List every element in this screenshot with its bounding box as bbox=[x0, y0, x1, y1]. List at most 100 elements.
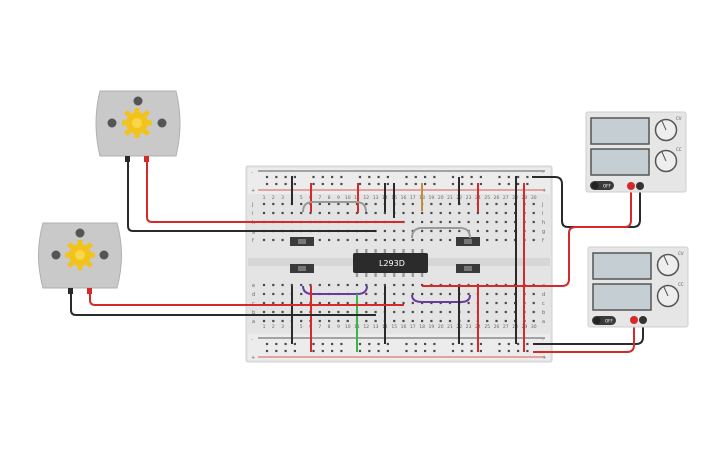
breadboard-hole[interactable] bbox=[393, 319, 396, 323]
breadboard-hole[interactable] bbox=[312, 175, 315, 179]
breadboard-hole[interactable] bbox=[448, 220, 452, 224]
breadboard-hole[interactable] bbox=[439, 319, 442, 323]
breadboard-hole[interactable] bbox=[321, 182, 324, 186]
motor-wire-red[interactable] bbox=[89, 294, 404, 306]
breadboard-hole[interactable] bbox=[358, 175, 362, 179]
breadboard-hole[interactable] bbox=[495, 310, 498, 314]
breadboard-hole[interactable] bbox=[337, 202, 340, 206]
breadboard-hole[interactable] bbox=[374, 283, 377, 287]
breadboard-hole[interactable] bbox=[337, 211, 340, 215]
breadboard-hole[interactable] bbox=[448, 229, 452, 233]
breadboard-hole[interactable] bbox=[328, 238, 331, 242]
breadboard-hole[interactable] bbox=[284, 349, 287, 353]
breadboard-hole[interactable] bbox=[433, 349, 436, 353]
breadboard-hole[interactable] bbox=[448, 238, 452, 242]
breadboard-hole[interactable] bbox=[386, 175, 389, 179]
breadboard-hole[interactable] bbox=[374, 238, 377, 242]
wire-purple[interactable] bbox=[411, 294, 471, 303]
breadboard-hole[interactable] bbox=[461, 349, 464, 353]
breadboard-hole[interactable] bbox=[386, 349, 389, 353]
breadboard-hole[interactable] bbox=[402, 202, 405, 206]
power-supply-bottom[interactable]: CV CC OFF bbox=[587, 246, 689, 328]
breadboard-hole[interactable] bbox=[526, 182, 529, 186]
breadboard-hole[interactable] bbox=[479, 182, 482, 186]
breadboard-hole[interactable] bbox=[448, 292, 452, 296]
positive-terminal-icon[interactable] bbox=[627, 182, 635, 190]
dc-motor-top[interactable] bbox=[95, 90, 181, 162]
breadboard-hole[interactable] bbox=[411, 283, 414, 287]
breadboard-hole[interactable] bbox=[346, 211, 349, 215]
breadboard-hole[interactable] bbox=[486, 202, 489, 206]
breadboard-hole[interactable] bbox=[433, 342, 436, 346]
breadboard-hole[interactable] bbox=[424, 175, 427, 179]
breadboard-hole[interactable] bbox=[461, 182, 464, 186]
breadboard-hole[interactable] bbox=[414, 342, 417, 346]
breadboard-hole[interactable] bbox=[458, 229, 461, 233]
breadboard-hole[interactable] bbox=[365, 211, 368, 215]
breadboard-hole[interactable] bbox=[272, 283, 275, 287]
breadboard-hole[interactable] bbox=[309, 283, 312, 287]
breadboard-hole[interactable] bbox=[405, 182, 408, 186]
breadboard-hole[interactable] bbox=[355, 283, 359, 287]
breadboard-hole[interactable] bbox=[312, 342, 315, 346]
breadboard-hole[interactable] bbox=[411, 202, 414, 206]
breadboard-hole[interactable] bbox=[262, 301, 266, 305]
breadboard-hole[interactable] bbox=[340, 182, 343, 186]
breadboard-hole[interactable] bbox=[300, 283, 303, 287]
breadboard-hole[interactable] bbox=[284, 342, 287, 346]
breadboard-hole[interactable] bbox=[300, 301, 303, 305]
breadboard-hole[interactable] bbox=[421, 310, 424, 314]
breadboard-hole[interactable] bbox=[430, 319, 433, 323]
breadboard-hole[interactable] bbox=[377, 175, 380, 179]
breadboard-hole[interactable] bbox=[430, 202, 433, 206]
breadboard-hole[interactable] bbox=[458, 220, 461, 224]
breadboard-hole[interactable] bbox=[290, 283, 293, 287]
breadboard-hole[interactable] bbox=[328, 310, 331, 314]
breadboard-hole[interactable] bbox=[433, 182, 436, 186]
breadboard-hole[interactable] bbox=[272, 238, 275, 242]
breadboard-hole[interactable] bbox=[374, 211, 377, 215]
motor-wire-black[interactable] bbox=[70, 294, 376, 316]
breadboard-hole[interactable] bbox=[346, 202, 349, 206]
breadboard-hole[interactable] bbox=[262, 202, 266, 206]
motor-wire-red[interactable] bbox=[146, 162, 404, 223]
breadboard-hole[interactable] bbox=[337, 283, 340, 287]
breadboard-hole[interactable] bbox=[386, 182, 389, 186]
breadboard-hole[interactable] bbox=[328, 211, 331, 215]
breadboard-hole[interactable] bbox=[358, 182, 362, 186]
breadboard-hole[interactable] bbox=[346, 301, 349, 305]
breadboard-hole[interactable] bbox=[467, 301, 470, 305]
breadboard-hole[interactable] bbox=[262, 211, 266, 215]
breadboard-hole[interactable] bbox=[368, 342, 371, 346]
psu-wire-red[interactable] bbox=[422, 186, 632, 287]
breadboard-hole[interactable] bbox=[402, 301, 405, 305]
breadboard-hole[interactable] bbox=[300, 319, 303, 323]
breadboard-hole[interactable] bbox=[507, 342, 510, 346]
breadboard-hole[interactable] bbox=[498, 342, 501, 346]
breadboard-hole[interactable] bbox=[439, 310, 442, 314]
breadboard-hole[interactable] bbox=[377, 349, 380, 353]
breadboard-hole[interactable] bbox=[386, 342, 389, 346]
breadboard-hole[interactable] bbox=[430, 229, 433, 233]
breadboard-hole[interactable] bbox=[358, 342, 362, 346]
breadboard-hole[interactable] bbox=[355, 238, 359, 242]
breadboard-hole[interactable] bbox=[461, 175, 464, 179]
breadboard-hole[interactable] bbox=[374, 292, 377, 296]
breadboard-hole[interactable] bbox=[393, 238, 396, 242]
breadboard-hole[interactable] bbox=[448, 319, 452, 323]
breadboard-hole[interactable] bbox=[272, 319, 275, 323]
breadboard-hole[interactable] bbox=[498, 182, 501, 186]
breadboard-hole[interactable] bbox=[476, 220, 479, 224]
breadboard-hole[interactable] bbox=[275, 349, 278, 353]
breadboard-hole[interactable] bbox=[495, 229, 498, 233]
breadboard-hole[interactable] bbox=[430, 220, 433, 224]
breadboard-hole[interactable] bbox=[293, 349, 296, 353]
breadboard-hole[interactable] bbox=[337, 238, 340, 242]
breadboard-hole[interactable] bbox=[284, 175, 287, 179]
breadboard-hole[interactable] bbox=[374, 319, 377, 323]
breadboard-hole[interactable] bbox=[365, 292, 368, 296]
breadboard-hole[interactable] bbox=[504, 211, 507, 215]
breadboard-hole[interactable] bbox=[365, 238, 368, 242]
breadboard-hole[interactable] bbox=[293, 175, 296, 179]
breadboard-hole[interactable] bbox=[383, 283, 386, 287]
